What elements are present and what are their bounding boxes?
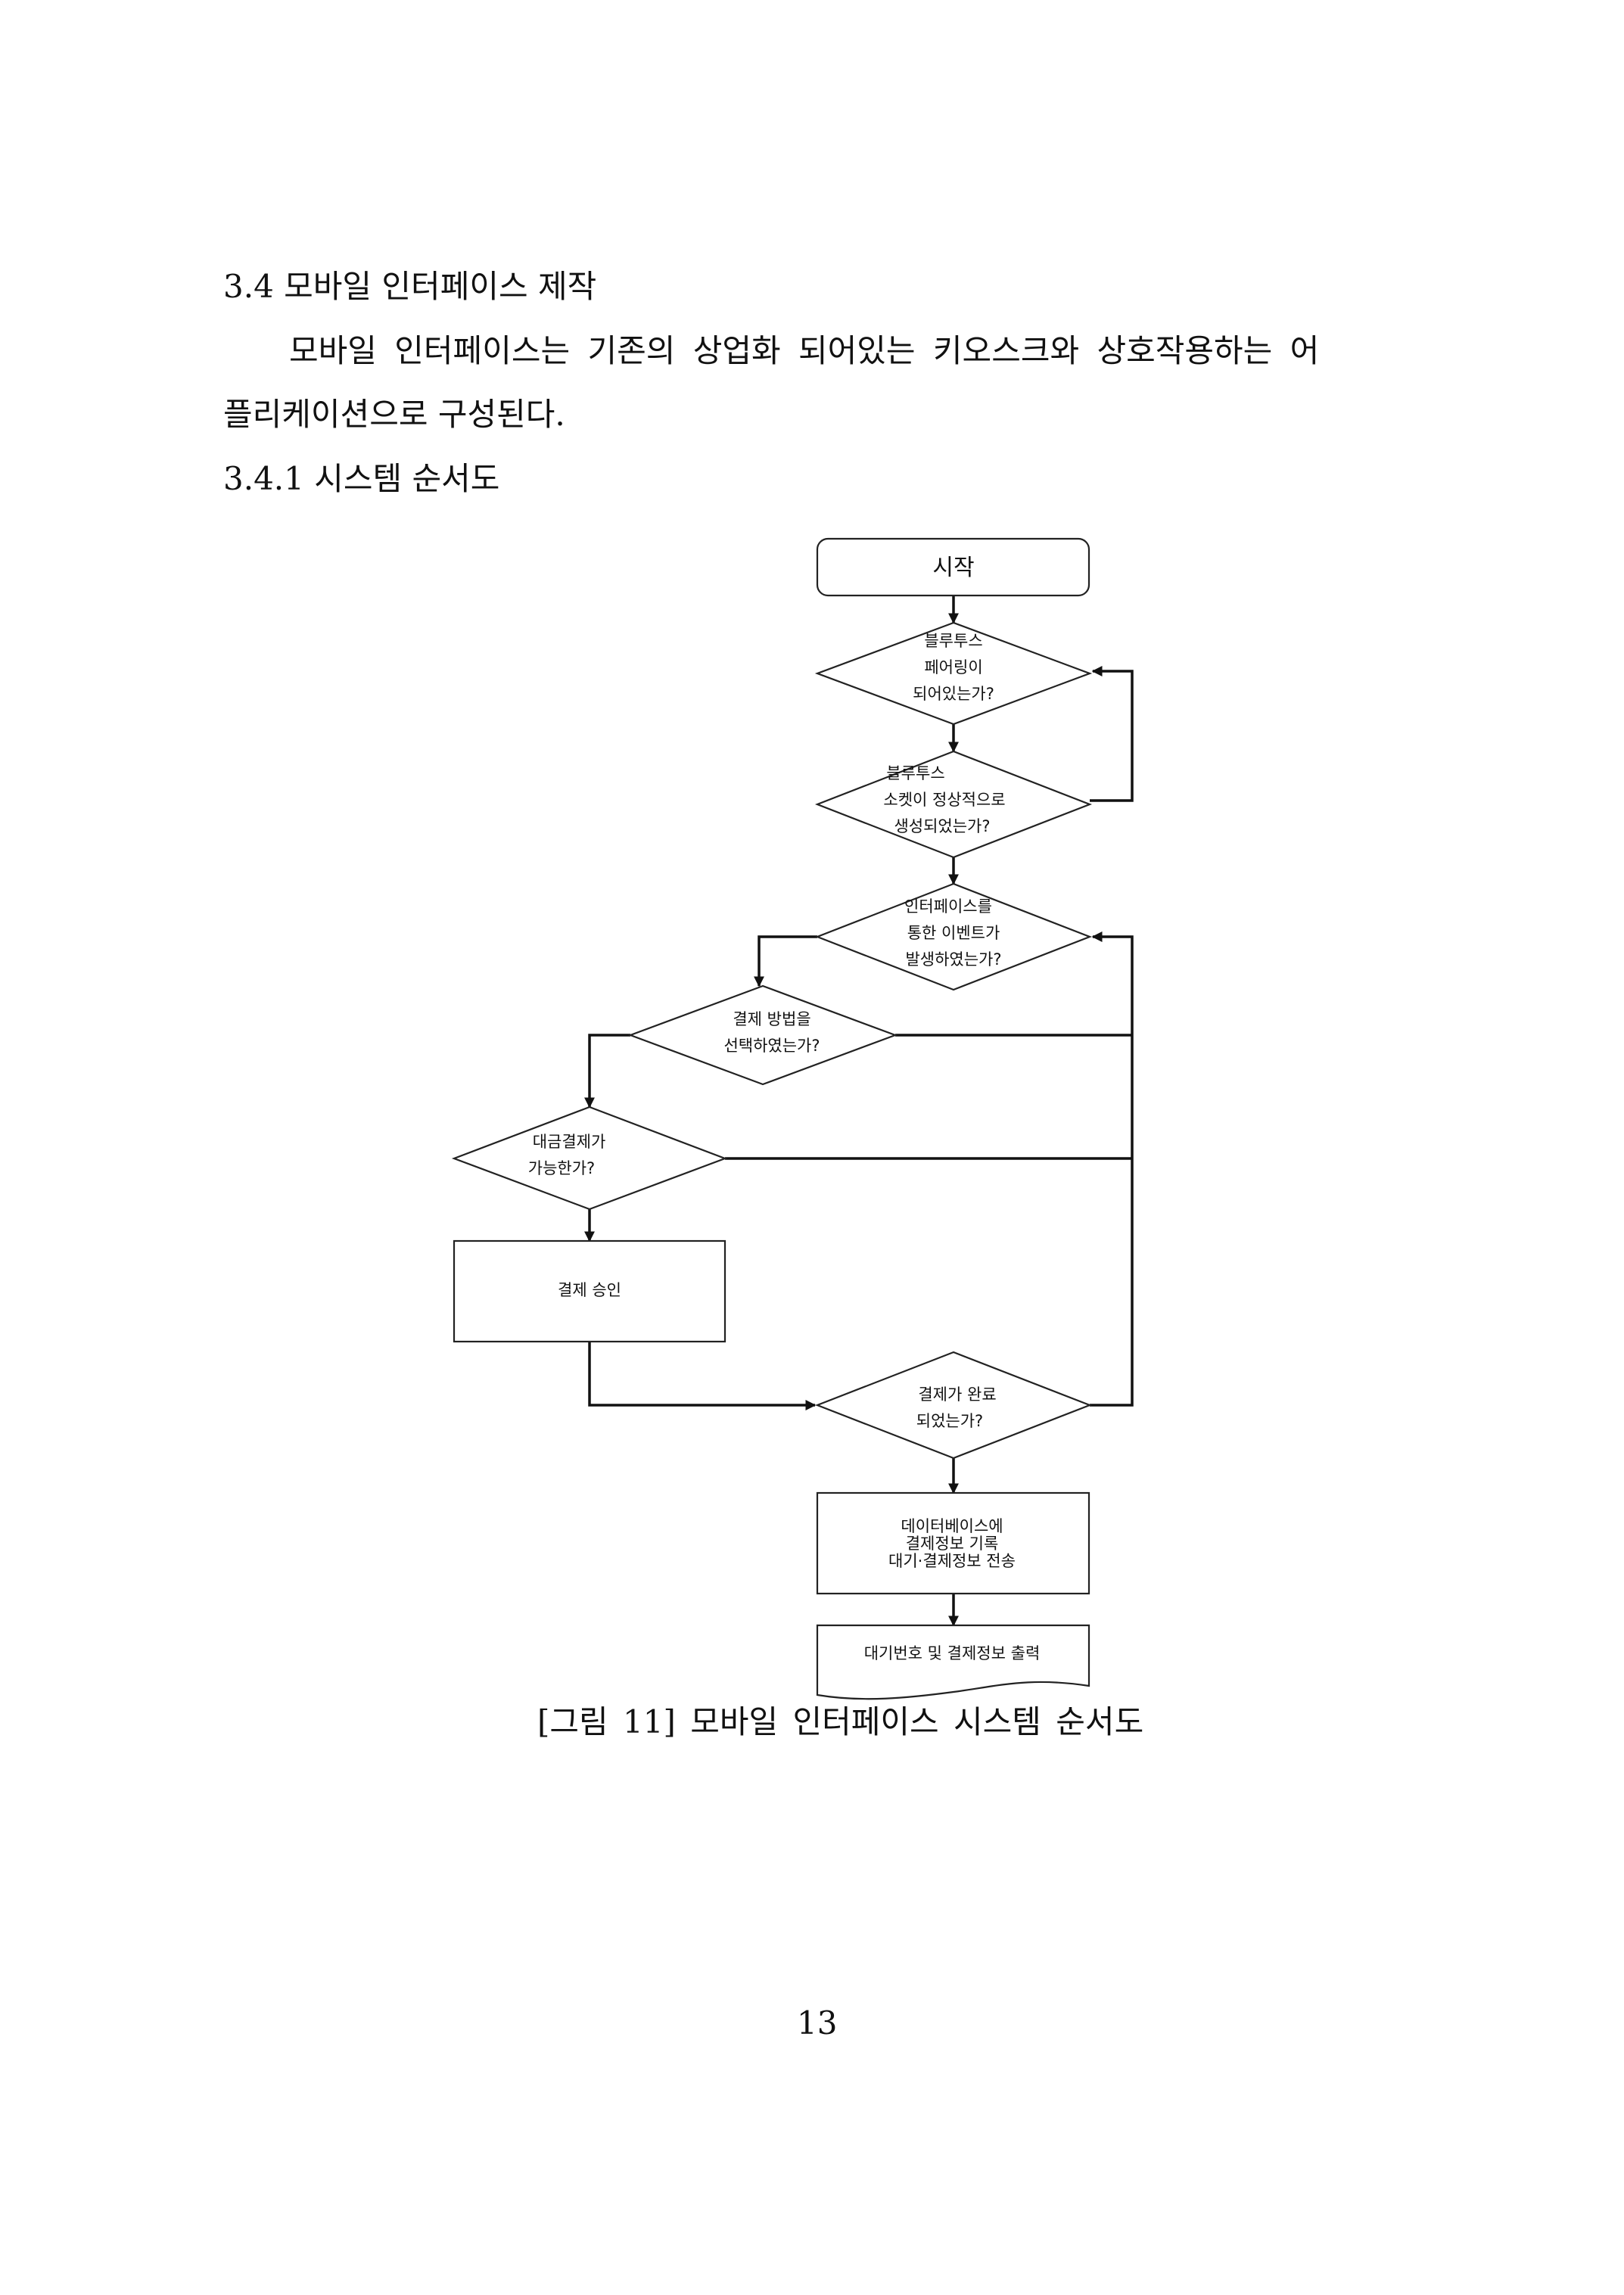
- start-label: 시작: [932, 555, 974, 581]
- decision-bt-pairing: 블루투스 페어링이 되어있는가?: [814, 621, 1093, 726]
- arrow-loop-back-to-event: [1090, 931, 1134, 1407]
- db-line-2: 결제정보 기록: [906, 1535, 999, 1553]
- event-line-1: 인터페이스를: [904, 897, 992, 916]
- complete-line-1: 결제가 완료: [918, 1385, 996, 1404]
- method-line-1: 결제 방법을: [733, 1010, 810, 1028]
- print-label: 대기번호 및 결제정보 출력: [864, 1644, 1041, 1662]
- figure-caption: [그림 11] 모바일 인터페이스 시스템 순서도: [537, 1703, 1144, 1740]
- decision-bt-socket: 블루투스 소켓이 정상적으로 생성되었는가?: [814, 750, 1093, 859]
- db-line-1: 데이터베이스에: [901, 1517, 1003, 1535]
- paragraph-line-1: 모바일 인터페이스는 기존의 상업화 되어있는 키오스크와 상호작용하는 어: [289, 332, 1320, 369]
- start-terminal: 시작: [816, 537, 1090, 597]
- bt-socket-line-1: 블루투스: [886, 764, 944, 782]
- approval-label: 결제 승인: [558, 1281, 621, 1299]
- arrow-event-to-method: [754, 935, 817, 987]
- arrow-method-to-charge: [584, 1034, 630, 1109]
- flow-connectors: [584, 596, 1134, 1627]
- event-line-2: 통한 이벤트가: [907, 924, 1000, 942]
- charge-line-2: 가능한가?: [528, 1159, 595, 1177]
- decision-interface-event: 인터페이스를 통한 이벤트가 발생하였는가?: [814, 882, 1093, 991]
- bt-socket-line-2: 소켓이 정상적으로: [883, 791, 1005, 809]
- section-heading: 3.4 모바일 인터페이스 제작: [223, 268, 597, 305]
- method-line-2: 선택하였는가?: [723, 1037, 820, 1055]
- db-line-3: 대기·결제정보 전송: [888, 1552, 1016, 1570]
- decision-charge-possible: 대금결제가 가능한가?: [451, 1106, 728, 1211]
- arrow-approval-to-complete: [588, 1342, 817, 1410]
- process-db-record: 데이터베이스에 결제정보 기록 대기·결제정보 전송: [816, 1491, 1090, 1595]
- bt-pairing-line-1: 블루투스: [924, 632, 982, 650]
- output-print: 대기번호 및 결제정보 출력: [816, 1624, 1090, 1700]
- page-number: 13: [797, 2004, 838, 2042]
- bt-socket-line-3: 생성되었는가?: [894, 817, 990, 835]
- process-payment-approval: 결제 승인: [453, 1239, 726, 1343]
- decision-payment-method: 결제 방법을 선택하였는가?: [627, 984, 898, 1086]
- paragraph-line-2: 플리케이션으로 구성된다.: [223, 396, 565, 433]
- arrow-socket-loop-back: [1090, 666, 1134, 802]
- complete-line-2: 되었는가?: [916, 1412, 983, 1430]
- bt-pairing-line-3: 되어있는가?: [913, 685, 994, 703]
- event-line-3: 발생하였는가?: [905, 950, 1001, 969]
- charge-line-1: 대금결제가: [533, 1133, 606, 1151]
- decision-payment-complete: 결제가 완료 되었는가?: [814, 1351, 1093, 1460]
- subsection-heading: 3.4.1 시스템 순서도: [223, 460, 500, 497]
- bt-pairing-line-2: 페어링이: [924, 658, 982, 676]
